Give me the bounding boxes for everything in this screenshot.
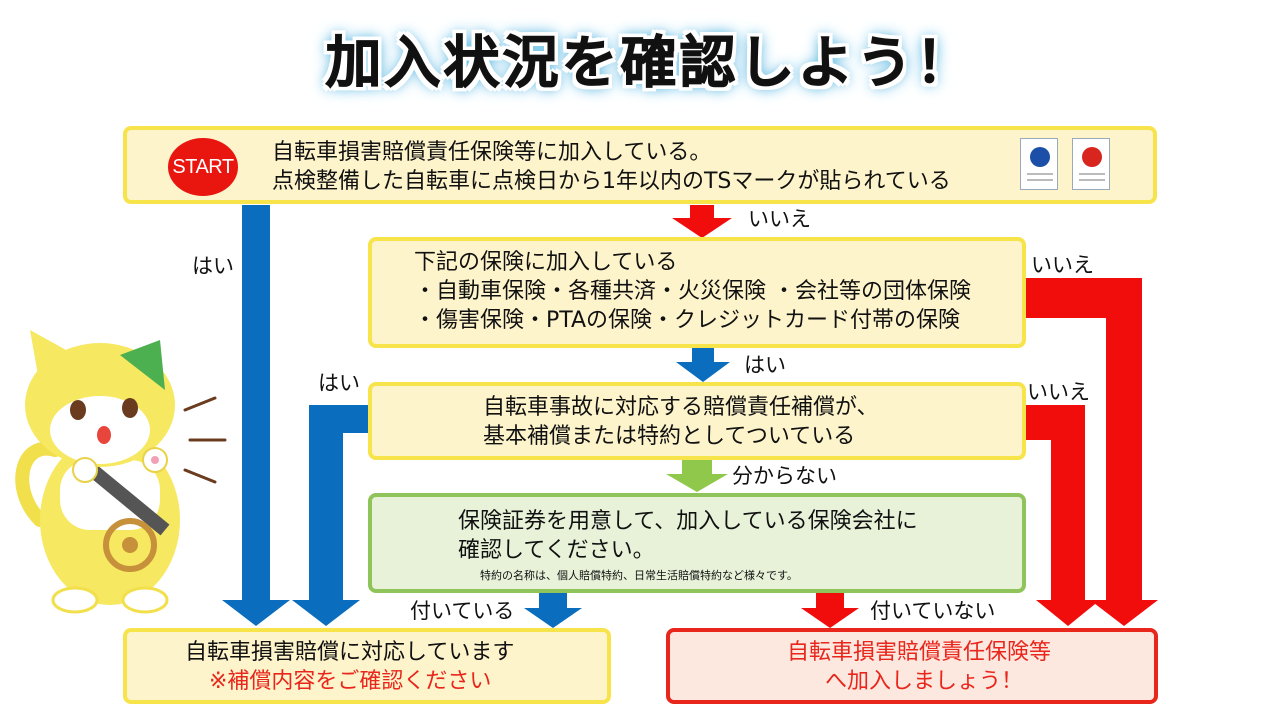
label-box4-not-attached: 付いていない	[870, 599, 996, 623]
label-box3-unknown: 分からない	[732, 464, 837, 488]
label-box2-no: いいえ	[1031, 253, 1094, 277]
result-enroll-line2: へ加入しましょう！	[825, 669, 1024, 694]
label-start-yes: はい	[192, 254, 234, 278]
result-enroll-box	[666, 628, 1158, 704]
label-box4-attached: 付いている	[410, 599, 515, 623]
label-box3-no: いいえ	[1027, 380, 1090, 404]
confirm-with-insurer-line1: 保険証券を用意して、加入している保険会社に	[458, 509, 918, 534]
ts-mark-blue-icon	[1020, 138, 1058, 190]
result-covered-box	[123, 628, 611, 704]
liability-coverage-box	[368, 382, 1026, 460]
other-insurance-line1: 下記の保険に加入している	[414, 250, 678, 275]
label-box2-yes: はい	[744, 353, 786, 377]
arrow-start-no	[672, 205, 732, 238]
start-question-line2: 点検整備した自転車に点検日から1年以内のTSマークが貼られている	[272, 169, 951, 194]
arrow-box4-not-attached	[801, 593, 859, 628]
other-insurance-line2: ・自動車保険・各種共済・火災保険 ・会社等の団体保険	[414, 279, 971, 304]
cat-mascot-illustration	[15, 330, 227, 614]
result-enroll-line1: 自転車損害賠償責任保険等	[787, 640, 1052, 665]
page-title: 加入状況を確認しよう！	[325, 30, 975, 96]
arrow-start-yes	[222, 205, 290, 626]
liability-coverage-line1: 自転車事故に対応する賠償責任補償が、	[483, 395, 879, 420]
liability-coverage-line2: 基本補償または特約としてついている	[483, 424, 856, 449]
arrow-box2-yes	[676, 348, 730, 382]
other-insurance-line3: ・傷害保険・PTAの保険・クレジットカード付帯の保険	[414, 308, 961, 333]
arrow-box3-yes	[292, 405, 370, 626]
arrow-box2-no	[1025, 278, 1158, 626]
arrow-box3-no	[1025, 405, 1100, 626]
result-covered-line2: ※補償内容をご確認ください	[209, 669, 492, 694]
arrow-box4-attached	[524, 593, 582, 628]
start-question-box	[123, 126, 1157, 204]
arrow-box3-unknown	[666, 460, 728, 492]
confirm-with-insurer-line2: 確認してください。	[458, 538, 655, 563]
label-box3-yes: はい	[318, 371, 360, 395]
result-covered-line1: 自転車損害賠償に対応しています	[185, 640, 515, 665]
start-question-line1: 自転車損害賠償責任保険等に加入している。	[272, 140, 712, 165]
confirm-with-insurer-note: 特約の名称は、個人賠償特約、日常生活賠償特約など様々です。	[480, 569, 798, 582]
confirm-with-insurer-box	[368, 493, 1026, 593]
start-badge: START	[168, 138, 238, 196]
label-start-no: いいえ	[748, 207, 811, 231]
other-insurance-box	[368, 237, 1026, 348]
ts-mark-red-icon	[1072, 138, 1110, 190]
